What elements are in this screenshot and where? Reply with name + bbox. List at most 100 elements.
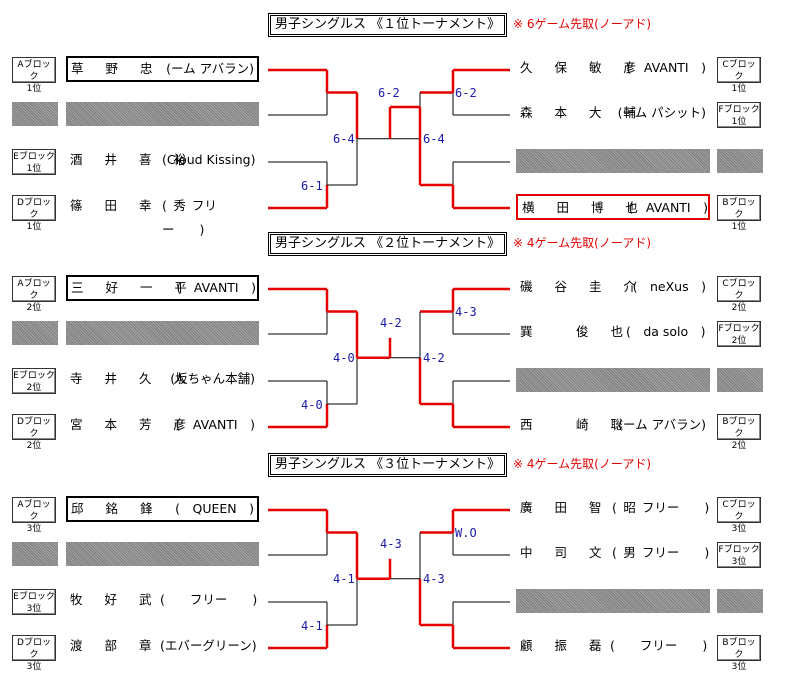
block-letter: Cブロック xyxy=(722,500,756,522)
player-entry[interactable]: 篠 田 幸 秀( フリー ) xyxy=(66,194,259,237)
section-title: 男子シングルス 《２位トーナメント》 xyxy=(268,232,508,256)
team-name: ( AVANTI ) xyxy=(176,280,256,295)
block-letter: Aブロック xyxy=(17,500,51,522)
block-rank: 2位 xyxy=(26,441,42,451)
team-name: ( AVANTI ) xyxy=(175,417,255,432)
team-name: ( フリー ) xyxy=(610,638,708,653)
block-rank: 3位 xyxy=(731,662,747,672)
match-score: 6-2 xyxy=(378,86,400,100)
player-entry[interactable]: 三 好 一 平( AVANTI ) xyxy=(66,275,259,301)
section-title: 男子シングルス 《３位トーナメント》 xyxy=(268,453,508,477)
empty-block-slot xyxy=(12,321,58,345)
player-entry[interactable]: 牧 好 武( フリー ) xyxy=(66,588,259,614)
player-name: 寺 井 久 人 xyxy=(70,371,195,386)
match-score: 4-2 xyxy=(423,350,445,365)
team-name: (ーム アバラン) xyxy=(618,417,706,432)
block-rank: 3位 xyxy=(26,524,42,534)
bye-slot xyxy=(516,368,710,392)
match-score: 4-3 xyxy=(455,304,477,319)
block-letter: Cブロック xyxy=(722,60,756,82)
player-entry[interactable]: 邱 銘 鋒( QUEEN ) xyxy=(66,496,259,522)
player-name: 篠 田 幸 秀 xyxy=(70,198,195,213)
section-title: 男子シングルス 《１位トーナメント》 xyxy=(268,13,508,37)
team-name: ( QUEEN ) xyxy=(175,501,254,516)
player-entry[interactable]: 草 野 忠(ーム アバラン) xyxy=(66,56,259,82)
team-name: ( フリー ) xyxy=(612,500,710,515)
player-name: 渡 部 章 xyxy=(70,638,161,653)
player-name: 巽 俊 也 xyxy=(520,324,632,339)
block-letter: Fブロック xyxy=(718,545,760,555)
player-entry[interactable]: 廣 田 智 昭( フリー ) xyxy=(516,496,710,522)
block-rank: 1位 xyxy=(731,117,747,127)
empty-block-slot xyxy=(717,149,763,173)
player-entry[interactable]: 宮 本 芳 彦( AVANTI ) xyxy=(66,413,259,439)
block-letter: Fブロック xyxy=(718,324,760,334)
bye-slot xyxy=(516,589,710,613)
block-letter: Dブロック xyxy=(17,417,51,439)
bye-slot xyxy=(66,321,259,345)
player-name: 廣 田 智 昭 xyxy=(520,500,645,515)
player-name: 宮 本 芳 彦 xyxy=(70,417,195,432)
block-badge: Dブロック 2位 xyxy=(12,414,56,451)
match-format-note: ※ 4ゲーム先取(ノーアド) xyxy=(513,236,652,250)
block-rank: 3位 xyxy=(26,662,42,672)
player-entry[interactable]: 顧 振 磊( フリー ) xyxy=(516,634,710,660)
player-name: 牧 好 武 xyxy=(70,592,161,607)
match-score: 4-0 xyxy=(333,350,355,365)
block-letter: Aブロック xyxy=(17,279,51,301)
block-letter: Cブロック xyxy=(722,279,756,301)
player-name: 西 崎 聡 xyxy=(520,417,632,432)
bye-slot xyxy=(66,542,259,566)
block-rank: 2位 xyxy=(731,441,747,451)
player-entry[interactable]: 中 司 文 男( フリー ) xyxy=(516,541,710,567)
empty-block-slot xyxy=(12,542,58,566)
player-name: 顧 振 磊 xyxy=(520,638,611,653)
empty-block-slot xyxy=(12,102,58,126)
player-entry[interactable]: 渡 部 章(エバーグリーン) xyxy=(66,634,259,660)
match-score: 4-0 xyxy=(301,398,323,412)
block-rank: 3位 xyxy=(731,524,747,534)
team-name: (Cloud Kissing) xyxy=(162,152,256,167)
player-name: 久 保 敏 彦 xyxy=(520,60,645,75)
player-name: 草 野 忠 xyxy=(71,61,162,76)
block-badge: Fブロック 1位 xyxy=(717,102,761,128)
block-badge: Cブロック 3位 xyxy=(717,497,761,534)
block-letter: Fブロック xyxy=(718,105,760,115)
player-name: 三 好 一 平 xyxy=(71,280,196,295)
match-score: 4-3 xyxy=(380,536,402,551)
block-badge: Fブロック 2位 xyxy=(717,321,761,347)
team-name: ( AVANTI ) xyxy=(626,60,706,75)
player-entry[interactable]: 磯 谷 圭 介( neXus ) xyxy=(516,275,710,301)
block-rank: 2位 xyxy=(731,336,747,346)
player-entry[interactable]: 森 本 大 輔(ーム パシット) xyxy=(516,101,710,127)
match-score: 4-1 xyxy=(333,571,355,586)
block-badge: Aブロック 2位 xyxy=(12,276,56,313)
block-letter: Eブロック xyxy=(13,371,55,381)
player-entry[interactable]: 巽 俊 也( da solo ) xyxy=(516,320,710,346)
player-name: 横 田 博 也 xyxy=(522,200,647,215)
block-rank: 2位 xyxy=(26,303,42,313)
player-entry[interactable]: 酒 井 喜 裕(Cloud Kissing) xyxy=(66,148,259,174)
block-rank: 1位 xyxy=(26,222,42,232)
player-entry[interactable]: 横 田 博 也( AVANTI ) xyxy=(516,194,710,220)
block-rank: 3位 xyxy=(26,604,42,614)
player-entry[interactable]: 久 保 敏 彦( AVANTI ) xyxy=(516,56,710,82)
block-letter: Eブロック xyxy=(13,152,55,162)
player-name: 中 司 文 男 xyxy=(520,545,645,560)
team-name: ( フリー ) xyxy=(160,592,258,607)
match-score: 6-1 xyxy=(301,179,323,193)
bye-slot xyxy=(516,149,710,173)
block-letter: Aブロック xyxy=(17,60,51,82)
player-entry[interactable]: 寺 井 久 人(坂ちゃん本舗) xyxy=(66,367,259,393)
team-name: ( フリー ) xyxy=(612,545,710,560)
match-score: 6-2 xyxy=(455,85,477,100)
player-entry[interactable]: 西 崎 聡(ーム アバラン) xyxy=(516,413,710,439)
team-name: ( AVANTI ) xyxy=(628,200,708,215)
